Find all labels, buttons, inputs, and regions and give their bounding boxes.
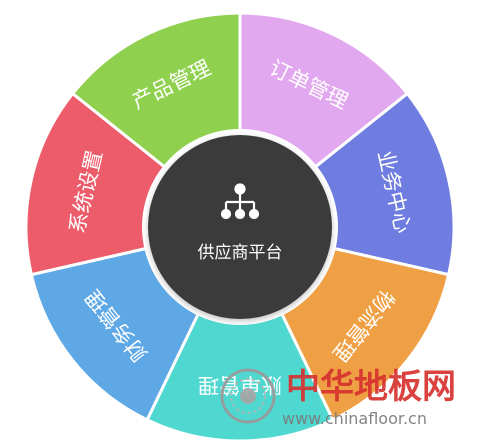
center-hub-disc xyxy=(148,135,332,319)
segment-yewu: 业务中心 xyxy=(312,91,456,277)
segment-caiwu: 财务管理 xyxy=(29,246,201,422)
segment-dingdan: 订单管理 xyxy=(238,11,410,170)
center-hub: 供应商平台 xyxy=(142,129,338,325)
center-title: 供应商平台 xyxy=(198,243,283,263)
org-chart-icon xyxy=(220,183,260,220)
segment-zhangdan-label: 账单管理 xyxy=(198,373,282,397)
segment-chanpin: 产品管理 xyxy=(70,11,242,170)
watermark-url: www.chinafloor.cn xyxy=(282,409,427,428)
watermark: 中华地板网 www.chinafloor.cn xyxy=(220,367,456,428)
watermark-logo-icon xyxy=(220,368,276,424)
watermark-brand: 中华地板网 xyxy=(286,367,456,407)
